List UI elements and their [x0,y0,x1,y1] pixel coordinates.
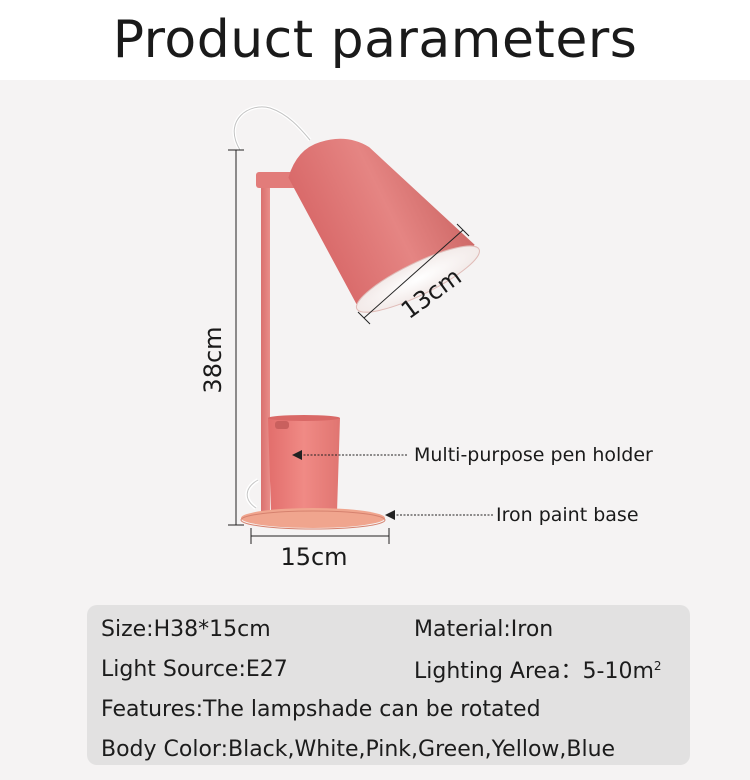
spec-row: Size:H38*15cm Material:Iron [101,609,690,649]
pen-holder [268,415,340,516]
spec-features: Features:The lampshade can be rotated [101,696,541,722]
lamp-pole [261,185,270,515]
lamp-base [240,508,386,530]
lamp-shade [288,138,480,313]
height-label: 38cm [199,326,227,393]
spec-size: Size:H38*15cm [101,616,271,642]
base-callout: Iron paint base [496,504,639,526]
spec-row: Light Source:E27 Lighting Area：5-10m2 [101,649,690,689]
spec-lighting-area-text: Lighting Area：5-10m [414,659,654,684]
spec-row: Body Color:Black,White,Pink,Green,Yellow… [101,729,690,769]
spec-lighting-area-sup: 2 [653,659,662,673]
spec-light-source: Light Source:E27 [101,656,288,682]
title-band: Product parameters [0,0,750,80]
lamp-illustration: 38cm 13cm 15cm Multi-purpose pen holder … [199,105,653,571]
base-width-label: 15cm [280,543,347,571]
spec-lighting-area: Lighting Area：5-10m2 [414,653,662,685]
base-callout-line [385,510,493,520]
spec-row: Features:The lampshade can be rotated [101,689,690,729]
base-width-dimension [250,528,390,544]
power-cable [232,105,312,151]
spec-panel: Size:H38*15cm Material:Iron Light Source… [87,605,690,765]
spec-material: Material:Iron [414,616,554,642]
spec-body-color: Body Color:Black,White,Pink,Green,Yellow… [101,736,616,762]
pen-holder-callout: Multi-purpose pen holder [414,444,653,466]
shade-width-dimension [357,223,470,325]
product-stage: 38cm 13cm 15cm Multi-purpose pen holder … [0,80,750,780]
pen-holder-callout-line [292,450,408,460]
height-dimension [228,149,244,526]
page-title: Product parameters [112,10,638,70]
